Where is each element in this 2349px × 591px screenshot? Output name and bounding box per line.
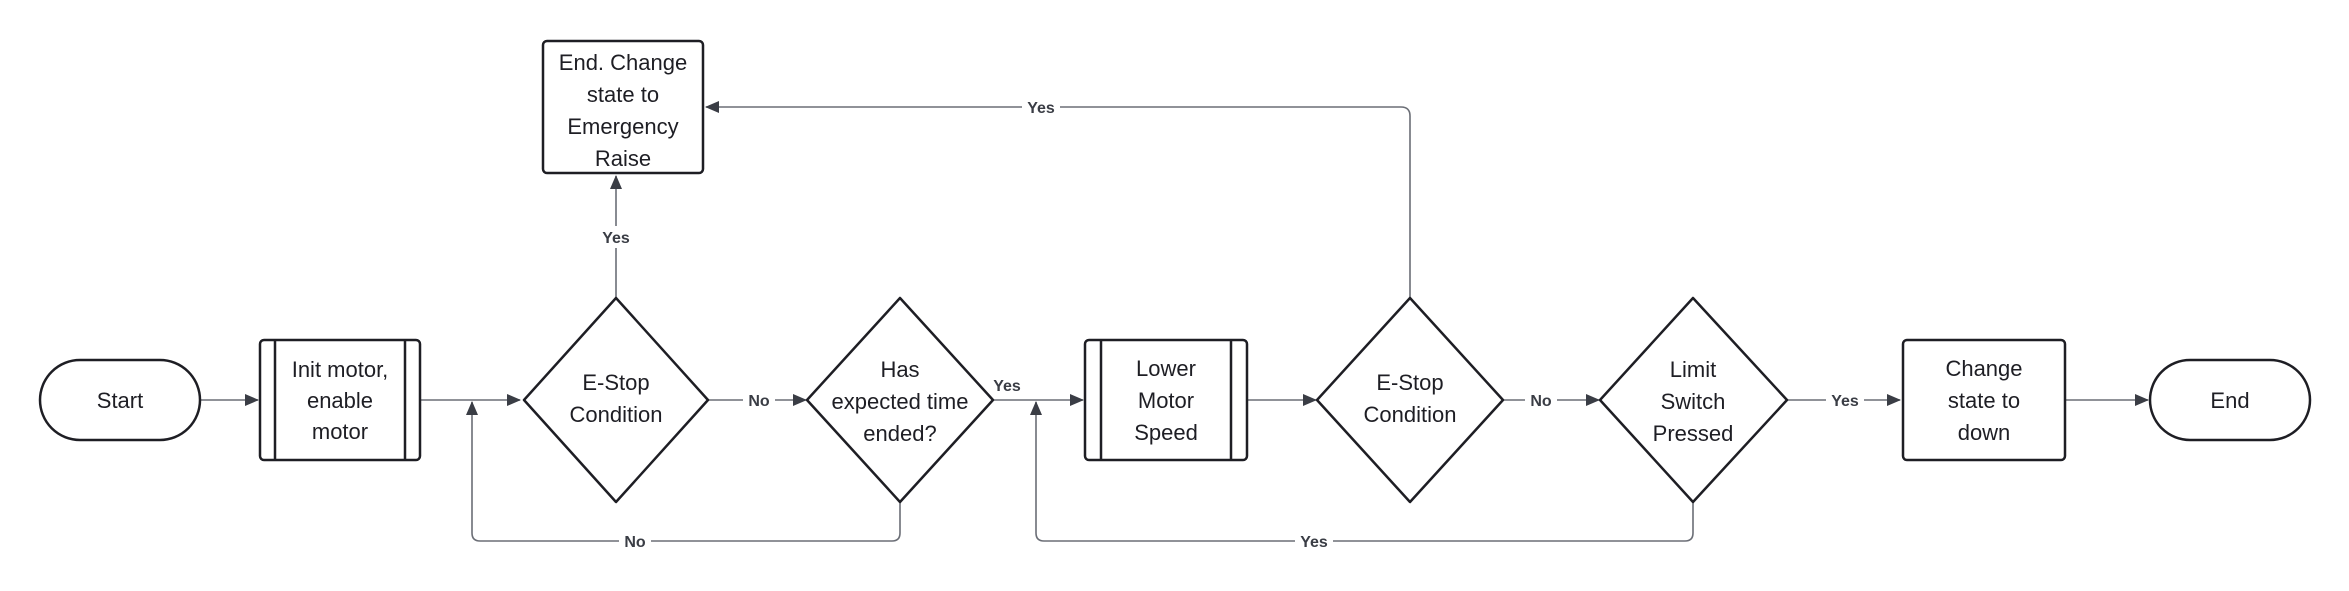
node-label-line: state to [587, 82, 659, 107]
node-init-motor: Init motor, enable motor [258, 338, 422, 462]
node-label-line: expected time [832, 389, 969, 414]
node-label-line: Lower [1136, 356, 1196, 381]
node-estop-condition-1: E-Stop Condition [522, 296, 710, 504]
edge-label-time-yes: Yes [993, 378, 1021, 395]
node-start-label: Start [97, 388, 143, 413]
node-limit-switch: Limit Switch Pressed [1598, 296, 1789, 504]
node-label-line: ended? [863, 421, 936, 446]
node-end: End [2148, 358, 2312, 442]
node-label-line: Motor [1138, 388, 1194, 413]
edges [200, 101, 2149, 542]
node-label-line: down [1958, 420, 2011, 445]
edge-time-no-loop [466, 401, 901, 542]
node-label-line: Pressed [1653, 421, 1734, 446]
node-label-line: enable [307, 388, 373, 413]
node-label-line: Limit [1670, 357, 1716, 382]
edge-label-limit-yes: Yes [1831, 393, 1859, 410]
node-label-line: Change [1945, 356, 2022, 381]
edge-label-time-no: No [624, 534, 646, 551]
edge-label-estop2-no: No [1530, 393, 1552, 410]
node-start: Start [38, 358, 202, 442]
node-emergency-raise: End. Change state to Emergency Raise [541, 39, 705, 175]
node-label-line: E-Stop [1376, 370, 1443, 395]
node-label-line: Has [880, 357, 919, 382]
node-change-state-down: Change state to down [1901, 338, 2067, 462]
node-estop-condition-2: E-Stop Condition [1315, 296, 1505, 504]
edge-label-estop1-yes: Yes [602, 230, 630, 247]
edge-label-limit-loop-yes: Yes [1300, 534, 1328, 551]
node-end-label: End [2210, 388, 2249, 413]
edge-label-estop2-yes: Yes [1027, 100, 1055, 117]
node-label-line: Switch [1661, 389, 1726, 414]
node-label-line: Raise [595, 146, 651, 171]
edge-labels: Yes No Yes No Yes No Yes Yes [597, 97, 1864, 551]
node-lower-motor-speed: Lower Motor Speed [1083, 338, 1249, 462]
edge-limit-loop [1030, 401, 1694, 542]
edge-estop2-to-emergency [705, 101, 1411, 298]
node-label-line: E-Stop [582, 370, 649, 395]
node-label-line: Speed [1134, 420, 1198, 445]
node-label-line: state to [1948, 388, 2020, 413]
node-time-ended: Has expected time ended? [805, 296, 995, 504]
node-label-line: End. Change [559, 50, 687, 75]
edge-label-estop1-no: No [748, 393, 770, 410]
node-label-line: motor [312, 419, 368, 444]
node-label-line: Condition [1364, 402, 1457, 427]
node-label-line: Init motor, [292, 357, 389, 382]
node-label-line: Condition [570, 402, 663, 427]
node-label-line: Emergency [567, 114, 678, 139]
